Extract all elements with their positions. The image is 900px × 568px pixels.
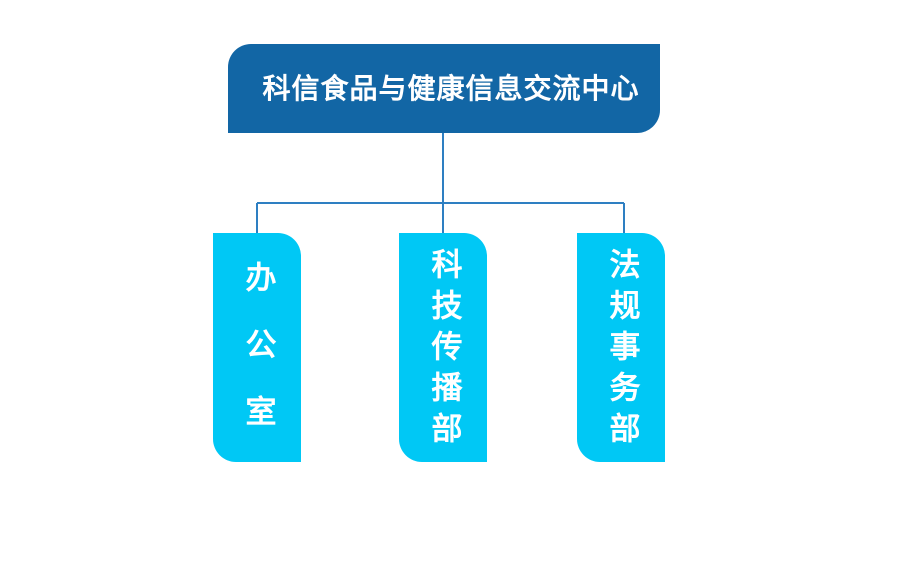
root-node[interactable]: 科信食品与健康信息交流中心 [228,44,660,133]
child-node-regulatory-affairs-label: 法规事务部 [603,248,640,453]
child-node-science-communication[interactable]: 科技传播部 [399,233,487,462]
root-node-label: 科信食品与健康信息交流中心 [262,71,640,105]
child-node-regulatory-affairs[interactable]: 法规事务部 [577,233,665,462]
child-node-science-communication-label: 科技传播部 [425,248,462,453]
connector-group [256,133,625,233]
child-node-office-label: 办公室 [239,261,276,462]
child-node-office[interactable]: 办公室 [213,233,301,462]
